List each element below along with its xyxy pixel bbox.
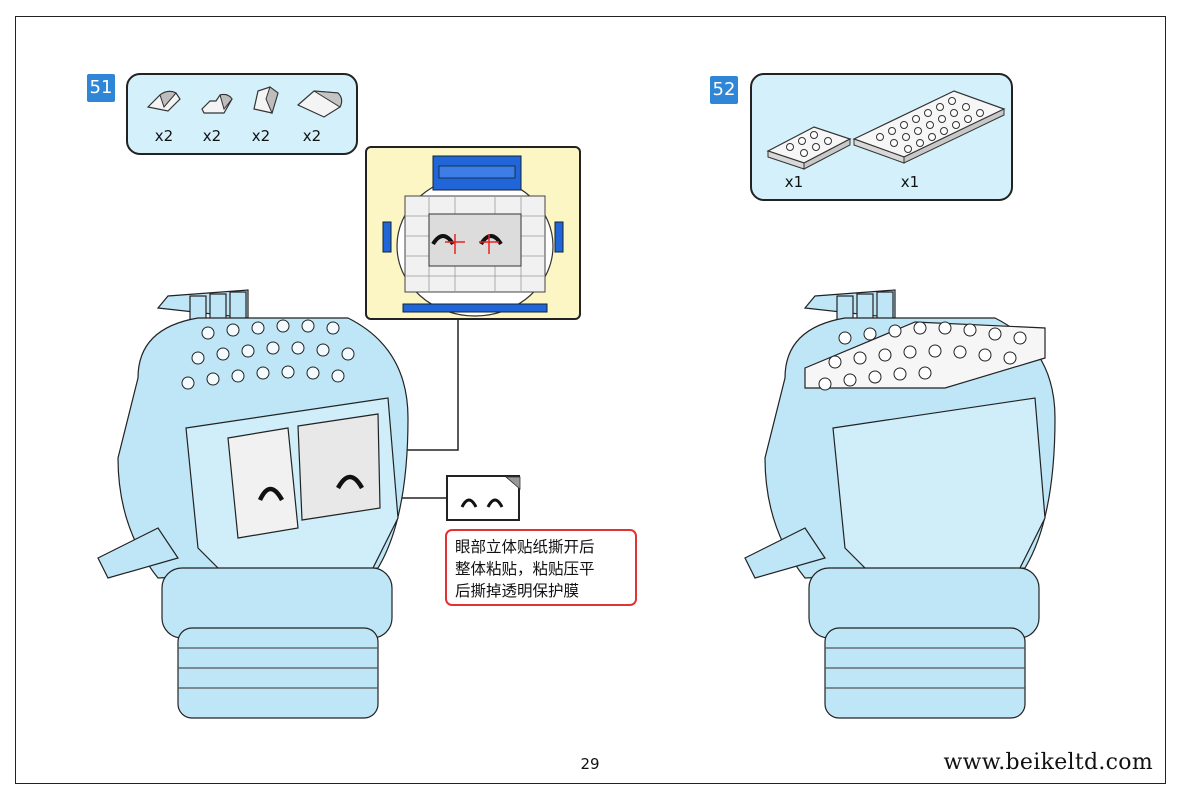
note-line-3: 后撕掉透明保护膜: [455, 582, 580, 600]
page-frame: [15, 16, 1166, 784]
eye-sticker-icon: [460, 476, 521, 508]
curved-slope-piece-1: [146, 90, 181, 112]
step-51-model: [97, 289, 409, 719]
curved-slope-piece-4: [296, 90, 343, 118]
plate-4x8-piece: [852, 90, 1006, 164]
eye-sticker-preview: [446, 475, 521, 521]
part-qty-3: x2: [251, 127, 271, 145]
note-line-2: 整体粘贴，粘贴压平: [455, 560, 595, 578]
part-qty-4: x2: [302, 127, 322, 145]
part-qty-2: x2: [202, 127, 222, 145]
site-url: www.beikeltd.com: [943, 750, 1153, 775]
part-qty-1: x2: [154, 127, 174, 145]
curved-slope-piece-3: [253, 86, 279, 115]
step-51-badge: 51: [87, 74, 115, 102]
sticker-instruction-note: 眼部立体贴纸撕开后 整体粘贴，粘贴压平 后撕掉透明保护膜: [445, 529, 637, 606]
step-52-model: [744, 289, 1056, 719]
step-51-parts-box: x2 x2 x2 x2: [126, 73, 358, 155]
page-number: 29: [580, 755, 600, 773]
step-52-parts-box: x1 x1: [750, 73, 1013, 201]
curved-slope-piece-2: [201, 93, 233, 114]
face-front-view: [382, 155, 564, 317]
part-qty-6: x1: [900, 173, 920, 191]
note-line-1: 眼部立体贴纸撕开后: [455, 538, 595, 556]
face-detail-callout: [365, 146, 581, 320]
step-52-badge: 52: [710, 76, 738, 104]
part-qty-5: x1: [784, 173, 804, 191]
plate-2x4-piece: [766, 126, 852, 170]
